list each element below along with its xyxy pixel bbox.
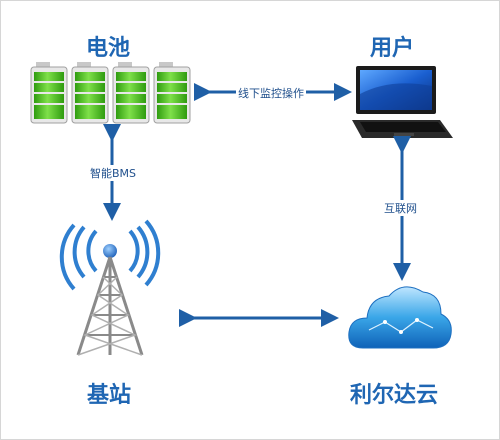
cloud-title: 利尔达云 [350, 383, 439, 408]
battery-title: 电池 [86, 36, 131, 61]
user-cloud-label: 互联网 [382, 200, 419, 216]
user-title: 用户 [370, 36, 415, 61]
station-title: 基站 [87, 383, 132, 408]
battery-user-label: 线下监控操作 [236, 85, 306, 101]
battery-station-label: 智能BMS [88, 165, 139, 181]
radio-tower-icon [59, 219, 161, 356]
battery-pack-icon [30, 62, 191, 124]
cloud-icon [348, 286, 452, 349]
laptop-icon [352, 66, 453, 138]
